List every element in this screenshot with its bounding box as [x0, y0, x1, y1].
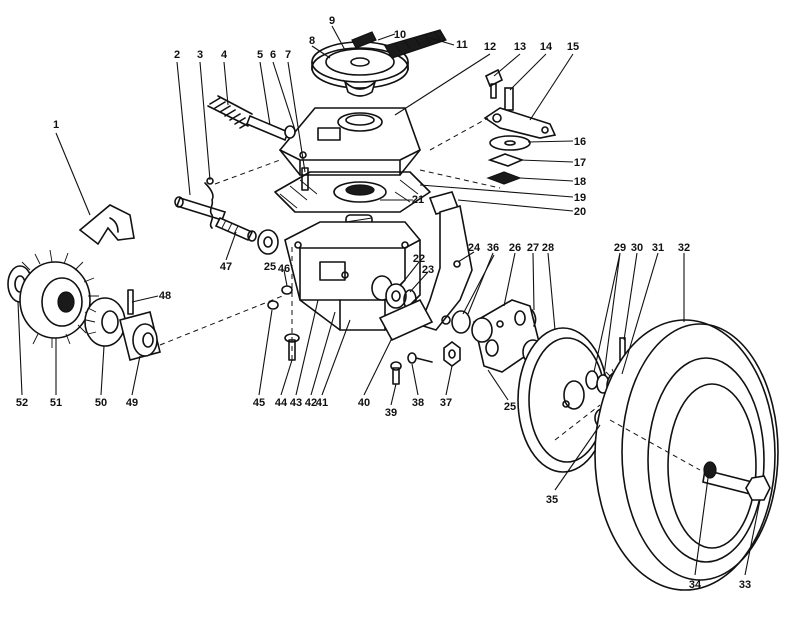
callout-20: 20: [574, 206, 586, 218]
callout-39: 39: [385, 407, 397, 419]
callout-21: 21: [412, 194, 424, 206]
callout-29: 29: [614, 242, 626, 254]
screw-13: [484, 68, 504, 99]
callout-7: 7: [285, 49, 291, 61]
screw-39: [390, 361, 402, 385]
pulley-key: [351, 31, 377, 49]
callout-13: 13: [514, 41, 526, 53]
callout-51: 51: [50, 397, 62, 409]
callout-38: 38: [412, 397, 424, 409]
callout-31: 31: [652, 242, 664, 254]
extension-spring: [204, 177, 214, 229]
callout-27: 27: [527, 242, 539, 254]
roll-pin-7: [301, 167, 309, 191]
callout-10: 10: [394, 29, 406, 41]
bearing-22: [371, 275, 407, 309]
callout-28: 28: [542, 242, 554, 254]
callout-15: 15: [567, 41, 579, 53]
callout-40: 40: [358, 397, 370, 409]
pawl-27: [531, 309, 537, 327]
callout-2: 2: [174, 49, 180, 61]
callout-45: 45: [253, 397, 265, 409]
callout-44: 44: [275, 397, 288, 409]
axle-bolt: [702, 461, 771, 501]
callout-9: 9: [329, 15, 335, 27]
bushing-left: [257, 229, 279, 255]
callout-36: 36: [487, 242, 499, 254]
shift-shaft: [174, 196, 227, 221]
washer-16: [489, 135, 531, 151]
callout-16: 16: [574, 136, 586, 148]
callout-25b: 25: [504, 401, 516, 413]
callout-14: 14: [540, 41, 553, 53]
callout-24: 24: [468, 242, 481, 254]
plate-18: [486, 171, 522, 185]
callout-34: 34: [689, 579, 702, 591]
callout-6: 6: [270, 49, 276, 61]
lever-15: [483, 107, 557, 139]
screw-46: [281, 285, 293, 295]
bracket-40: [378, 298, 434, 342]
callout-35: 35: [546, 494, 558, 506]
nut-37: [443, 341, 461, 367]
pin-14: [504, 87, 514, 111]
callout-49: 49: [126, 397, 138, 409]
callout-11: 11: [456, 39, 468, 51]
callout-23: 23: [422, 264, 434, 276]
gasket: [274, 171, 431, 213]
drive-belt: [384, 29, 447, 59]
compression-spring: [207, 95, 253, 129]
callout-41: 41: [316, 397, 328, 409]
pulley: [311, 41, 409, 97]
callout-17: 17: [574, 157, 586, 169]
callout-22: 22: [413, 253, 425, 265]
callout-26: 26: [509, 242, 521, 254]
callout-52: 52: [16, 397, 28, 409]
callout-43: 43: [290, 397, 302, 409]
bushing-36: [451, 310, 471, 334]
gearbox-housing: [284, 221, 421, 331]
callout-37: 37: [440, 397, 452, 409]
callout-12: 12: [484, 41, 496, 53]
gearbox-cover: [278, 107, 421, 176]
shift-rod: [245, 114, 296, 142]
control-arm: [418, 204, 473, 331]
callout-19: 19: [574, 192, 586, 204]
callout-48: 48: [159, 290, 171, 302]
spacer-plate: [78, 204, 135, 246]
callout-30: 30: [631, 242, 643, 254]
shift-collar: [214, 216, 257, 242]
callout-1: 1: [53, 119, 59, 131]
callout-47: 47: [220, 261, 232, 273]
callout-18: 18: [574, 176, 586, 188]
clutch-49: [119, 311, 161, 361]
callout-33: 33: [739, 579, 751, 591]
callout-50: 50: [95, 397, 107, 409]
leader-lines: [17, 25, 761, 576]
screw-45: [267, 300, 279, 310]
callout-4: 4: [221, 49, 228, 61]
callout-46: 46: [278, 263, 290, 275]
callout-5: 5: [257, 49, 263, 61]
callout-42: 42: [305, 397, 317, 409]
wheel: [594, 319, 779, 591]
pinion-50: [84, 297, 126, 347]
callout-8: 8: [309, 35, 315, 47]
callout-25a: 25: [264, 261, 276, 273]
screw-38: [407, 352, 433, 364]
plate-17: [487, 153, 525, 167]
callout-32: 32: [678, 242, 690, 254]
drive-gear: [19, 249, 99, 348]
callout-3: 3: [197, 49, 203, 61]
assembly-lines: [159, 117, 701, 471]
